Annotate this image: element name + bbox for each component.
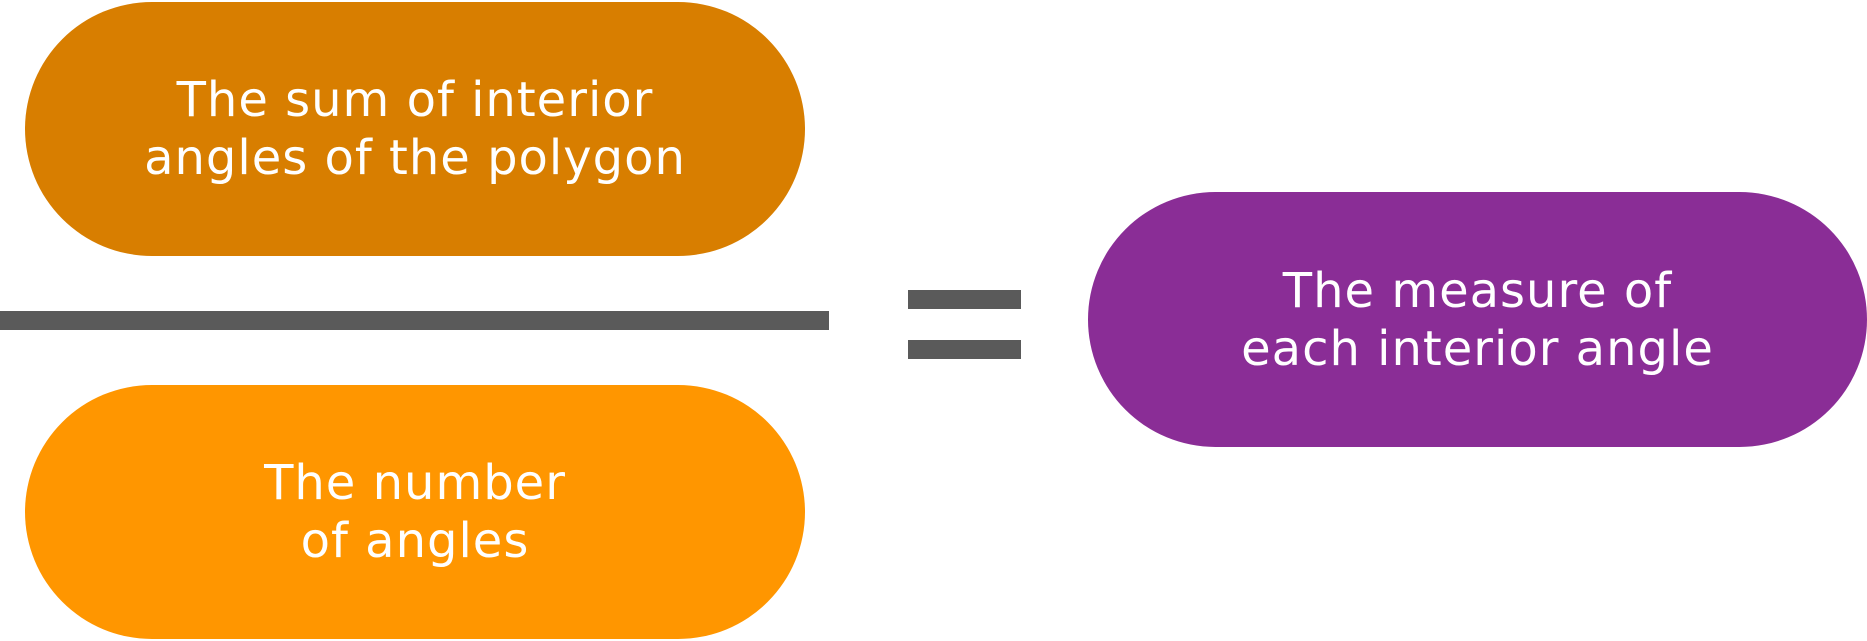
equals-sign-bottom-bar	[908, 340, 1021, 359]
denominator-line-1: The number	[264, 455, 566, 511]
denominator-pill: The number of angles	[25, 385, 805, 639]
numerator-line-1: The sum of interior	[176, 72, 654, 128]
result-pill: The measure of each interior angle	[1088, 192, 1867, 447]
numerator-line-2: angles of the polygon	[144, 130, 686, 186]
result-line-1: The measure of	[1282, 262, 1673, 319]
equals-sign-top-bar	[908, 290, 1021, 309]
fraction-bar	[0, 311, 829, 330]
denominator-text: The number of angles	[264, 454, 566, 570]
result-line-2: each interior angle	[1241, 320, 1714, 377]
result-text: The measure of each interior angle	[1241, 262, 1714, 378]
denominator-line-2: of angles	[300, 513, 530, 569]
numerator-pill: The sum of interior angles of the polygo…	[25, 2, 805, 256]
numerator-text: The sum of interior angles of the polygo…	[144, 71, 686, 187]
